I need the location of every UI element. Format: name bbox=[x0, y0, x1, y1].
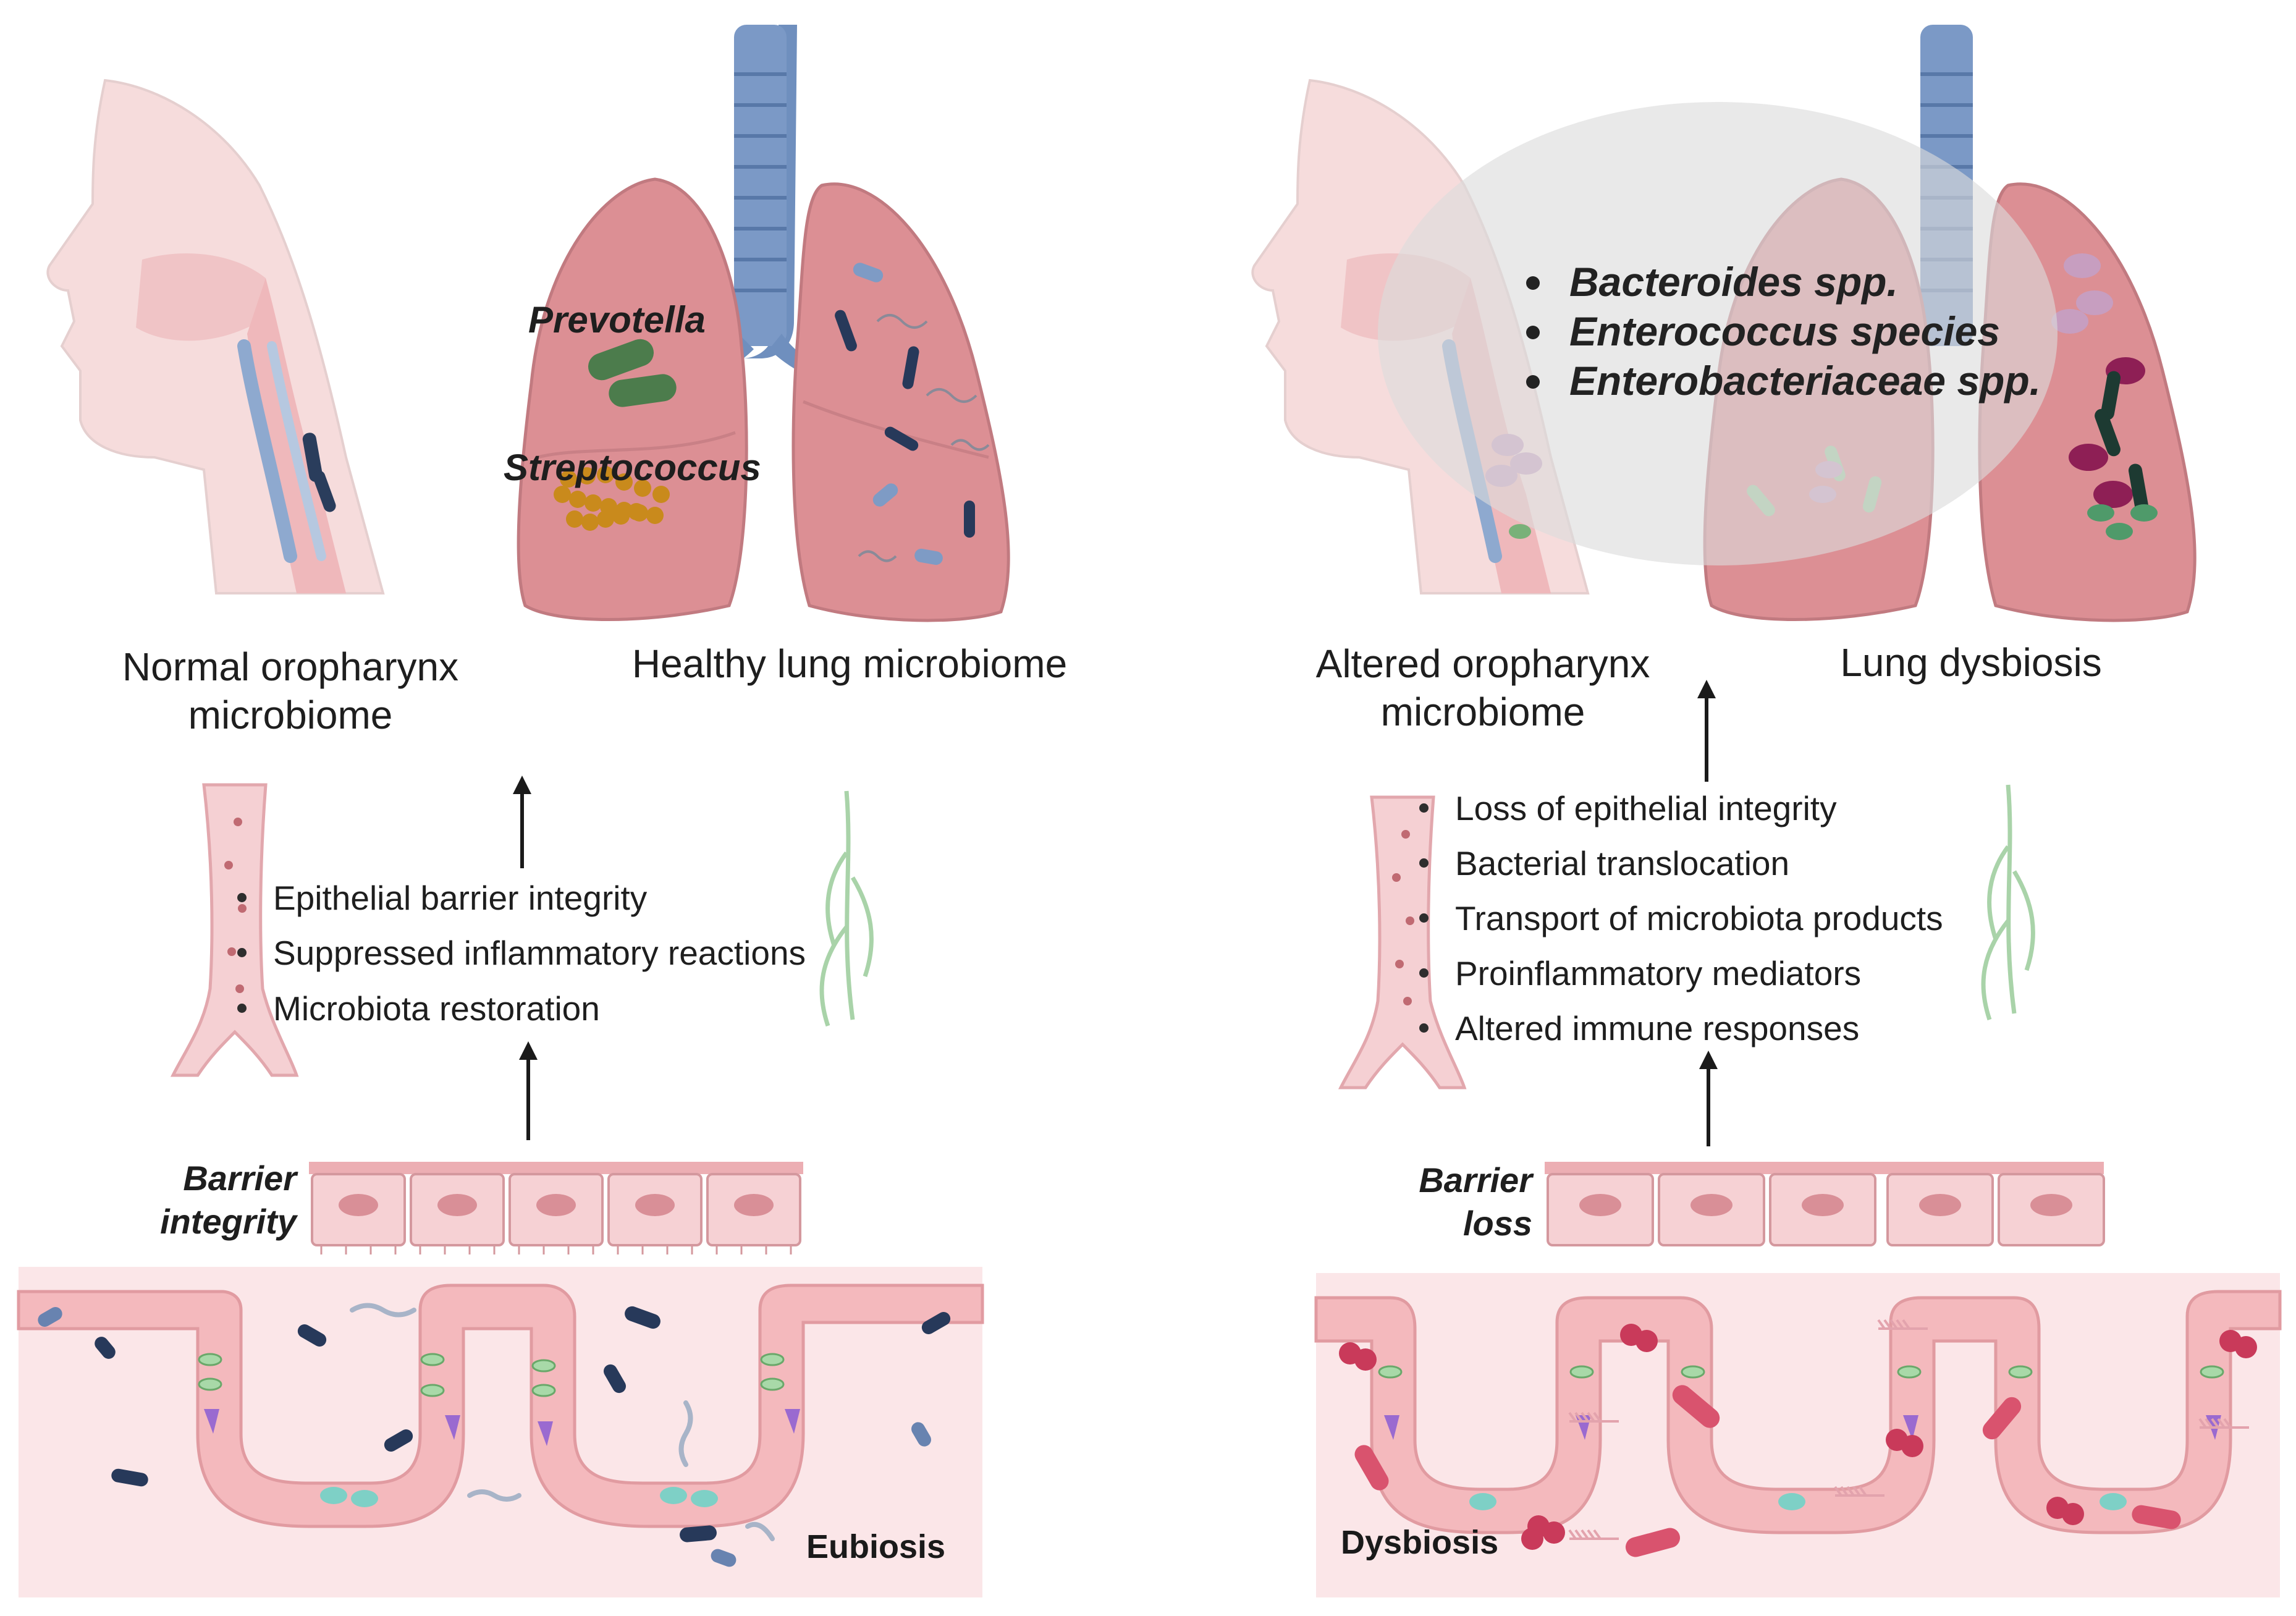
bullet-dot bbox=[1419, 913, 1429, 923]
left-oropharynx-label: Normal oropharynx microbiome bbox=[122, 645, 459, 737]
left-gut-state-label: Eubiosis bbox=[806, 1528, 946, 1565]
bullet-dot bbox=[1526, 375, 1540, 389]
right-bullet-item: Proinflammatory mediators bbox=[1419, 955, 1861, 992]
bullet-dot bbox=[1526, 326, 1540, 339]
left-bullet-item: Epithelial barrier integrity bbox=[237, 879, 647, 916]
right-bullet-item: Loss of epithelial integrity bbox=[1419, 790, 1837, 827]
right-bullet-item: Altered immune responses bbox=[1419, 1010, 1859, 1047]
right-lung-label: Lung dysbiosis bbox=[1840, 640, 2102, 685]
right-blood-vessel bbox=[1338, 795, 1467, 1089]
right-bacterium-item: Enterobacteriaceae spp. bbox=[1526, 354, 2041, 407]
left-lymphatic bbox=[819, 790, 874, 1027]
right-bacterium-item: Enterococcus species bbox=[1526, 305, 2000, 358]
left-bullet-item: Suppressed inflammatory reactions bbox=[237, 934, 806, 971]
left-lung-label: Healthy lung microbiome bbox=[631, 641, 1068, 686]
right-lymphatic bbox=[1981, 784, 2035, 1021]
right-oropharynx-label: Altered oropharynx microbiome bbox=[1315, 641, 1650, 734]
bullet-dot bbox=[237, 893, 247, 902]
bullet-dot bbox=[237, 1004, 247, 1013]
left-head-profile bbox=[46, 78, 385, 594]
bullet-dot bbox=[1419, 803, 1429, 813]
left-intestinal-mucosa bbox=[17, 1267, 984, 1597]
left-lungs bbox=[517, 25, 1010, 622]
right-epithelial-cells bbox=[1545, 1162, 2105, 1246]
bullet-dot bbox=[1526, 276, 1540, 290]
bullet-dot bbox=[1419, 858, 1429, 868]
right-bullet-item: Bacterial translocation bbox=[1419, 845, 1789, 882]
right-gut-state-label: Dysbiosis bbox=[1341, 1524, 1499, 1561]
left-blood-vessel bbox=[170, 783, 299, 1077]
bullet-dot bbox=[1419, 1023, 1429, 1033]
left-bacterium-label-streptococcus: Streptococcus bbox=[504, 447, 761, 488]
right-intestinal-mucosa bbox=[1314, 1273, 2282, 1597]
left-epithelial-cells bbox=[309, 1162, 803, 1254]
right-highlight-ellipse bbox=[1378, 102, 2058, 565]
bullet-dot bbox=[1419, 968, 1429, 978]
left-bacterium-label-prevotella: Prevotella bbox=[528, 299, 706, 341]
right-bullet-item: Transport of microbiota products bbox=[1419, 900, 1943, 937]
left-bullet-item: Microbiota restoration bbox=[237, 990, 600, 1027]
right-bacterium-item: Bacteroides spp. bbox=[1526, 255, 1898, 308]
bullet-dot bbox=[237, 948, 247, 957]
